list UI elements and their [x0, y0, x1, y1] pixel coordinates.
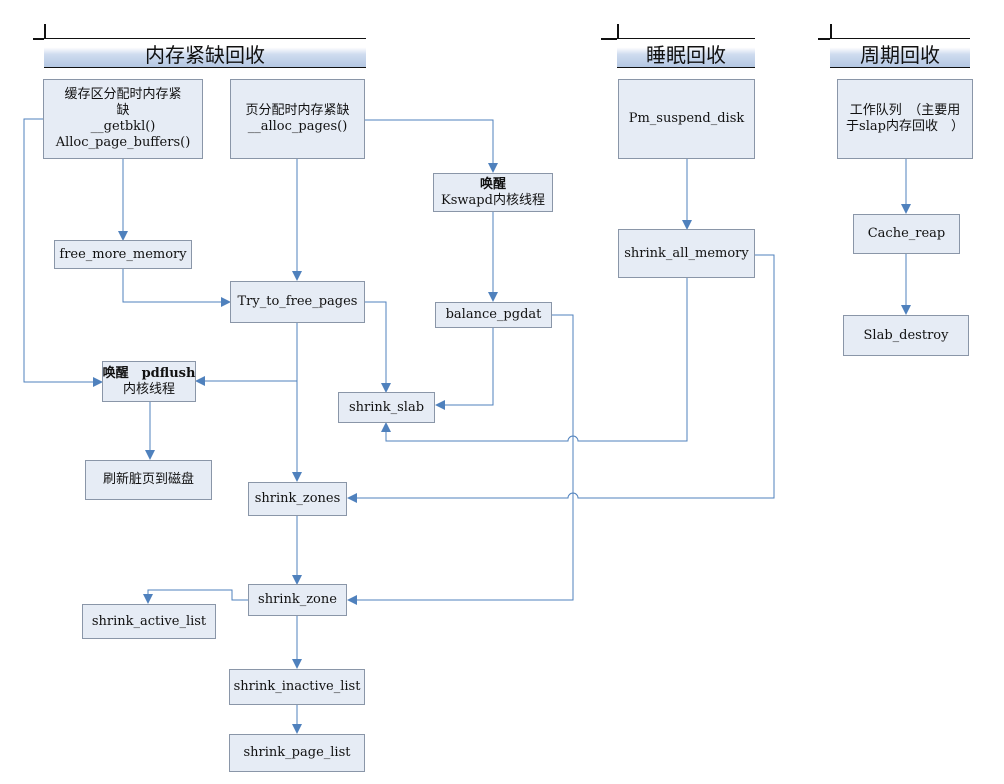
edge-trytofree-to-shrinkslab [365, 301, 391, 393]
node-label-line: 于slap内存回收 ） [846, 119, 964, 134]
node-pm-suspend-disk: Pm_suspend_disk [618, 79, 755, 159]
node-label-line: shrink_active_list [91, 613, 207, 629]
header-title: 内存紧缺回收 [145, 42, 265, 67]
node-shrink-zone: shrink_zone [248, 584, 347, 616]
edge-cache-to-pdflush [23, 118, 103, 387]
node-cache-alloc-shortage: 缓存区分配时内存紧 缺 __getbkl() Alloc_page_buffer… [43, 79, 203, 159]
edge-shrinkall-to-shrinkzones [347, 254, 775, 503]
node-label-line: Try_to_free_pages [237, 294, 358, 309]
node-slab-destroy: Slab_destroy [843, 315, 969, 356]
node-try-to-free-pages: Try_to_free_pages [230, 281, 365, 323]
node-label-line: Kswapd内核线程 [441, 192, 545, 208]
edge-balance-to-shrinkzone [347, 314, 574, 605]
header-sleep-reclaim: 睡眠回收 [617, 38, 755, 68]
node-free-more-memory: free_more_memory [54, 240, 192, 269]
header-memory-shortage-reclaim: 内存紧缺回收 [44, 38, 366, 68]
node-label-line: shrink_all_memory [624, 245, 749, 261]
node-flush-dirty-pages: 刷新脏页到磁盘 [85, 460, 212, 500]
node-shrink-active-list: shrink_active_list [82, 604, 216, 639]
node-wake-pdflush: 唤醒 pdflush 内核线程 [102, 361, 196, 402]
node-label-line: 缓存区分配时内存紧 [64, 87, 182, 102]
edge-shrinkzone-to-active [143, 589, 248, 604]
node-wake-kswapd: 唤醒 Kswapd内核线程 [433, 173, 553, 212]
node-page-alloc-shortage: 页分配时内存紧缺 __alloc_pages() [230, 79, 365, 159]
node-shrink-slab: shrink_slab [338, 392, 435, 423]
edge-pagealloc-to-kswapd [365, 119, 498, 173]
node-label-line: shrink_zones [254, 491, 341, 506]
node-shrink-page-list: shrink_page_list [229, 734, 365, 772]
node-label-line: Pm_suspend_disk [628, 111, 745, 126]
node-label-line: balance_pgdat [445, 307, 542, 322]
node-shrink-all-memory: shrink_all_memory [618, 229, 755, 278]
node-label-line: Cache_reap [867, 226, 946, 241]
node-label-line: free_more_memory [59, 246, 187, 262]
edge-freemore-to-trytofree [122, 269, 231, 307]
node-label-line: 工作队列 （主要用 [849, 103, 961, 118]
node-label-line: 唤醒 pdflush [102, 365, 196, 381]
header-title: 周期回收 [860, 42, 940, 67]
node-label-line: 缺 [116, 103, 130, 118]
node-label-line: __alloc_pages() [247, 119, 348, 134]
header-tick [818, 38, 832, 40]
header-title: 睡眠回收 [646, 42, 726, 67]
node-shrink-inactive-list: shrink_inactive_list [229, 669, 365, 705]
edge-balance-to-shrinkslab [435, 328, 494, 410]
node-label-line: shrink_slab [348, 399, 425, 415]
node-balance-pgdat: balance_pgdat [435, 302, 552, 328]
node-label-line: 唤醒 [479, 176, 506, 192]
node-label-line: shrink_page_list [243, 745, 351, 760]
edge-trytofree-to-pdflush [195, 323, 298, 386]
node-label-line: 内核线程 [122, 381, 175, 397]
node-label-line: 页分配时内存紧缺 [245, 103, 350, 118]
header-periodic-reclaim: 周期回收 [830, 38, 970, 68]
header-tick [33, 38, 45, 40]
node-cache-reap: Cache_reap [853, 214, 960, 254]
node-label-line: Slab_destroy [863, 327, 949, 343]
node-label-line: Alloc_page_buffers() [55, 135, 191, 150]
header-tick [601, 38, 619, 40]
node-shrink-zones: shrink_zones [248, 482, 347, 516]
node-label-line: 刷新脏页到磁盘 [102, 472, 194, 487]
node-label-line: __getbkl() [90, 119, 156, 134]
node-label-line: shrink_inactive_list [233, 679, 361, 694]
node-label-line: shrink_zone [258, 592, 337, 607]
node-work-queue: 工作队列 （主要用 于slap内存回收 ） [837, 79, 973, 159]
